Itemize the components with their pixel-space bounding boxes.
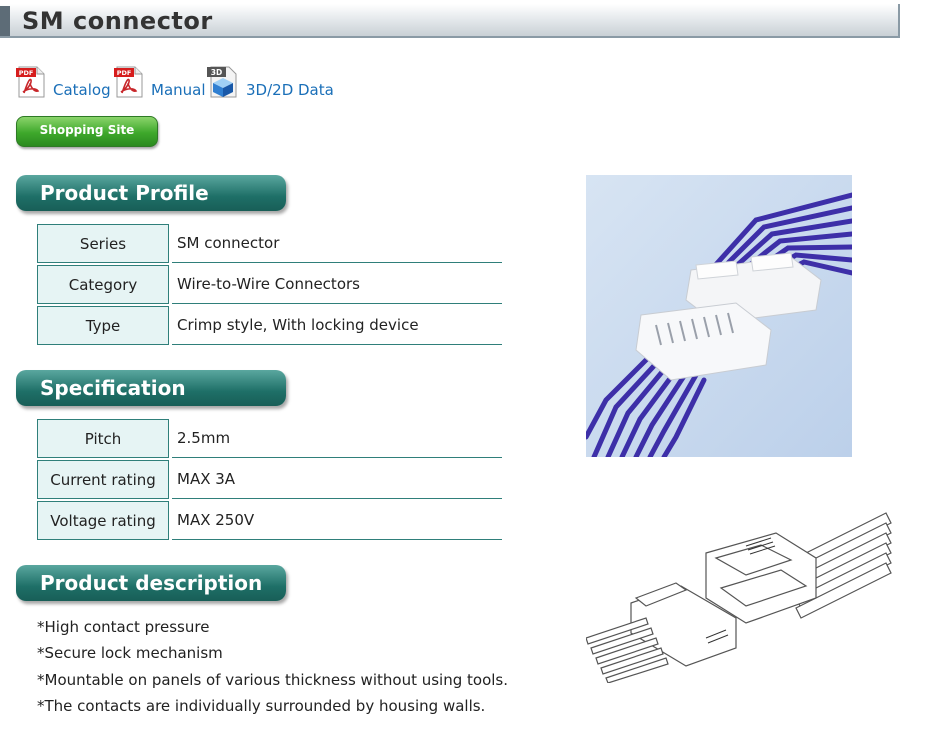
catalog-link-label: Catalog (53, 81, 111, 99)
table-row: Type Crimp style, With locking device (37, 306, 502, 345)
spec-key: Pitch (37, 419, 169, 458)
list-item: *Secure lock mechanism (37, 644, 223, 663)
list-item: *Mountable on panels of various thicknes… (37, 670, 508, 689)
page-title-bar: SM connector (0, 4, 900, 38)
3d-2d-data-link[interactable]: 3D 3D/2D Data (207, 66, 337, 102)
pdf-icon: PDF (16, 66, 45, 98)
3d-data-icon: 3D (207, 66, 237, 98)
manual-link[interactable]: PDF Manual (114, 66, 212, 102)
spec-value: MAX 3A (172, 460, 502, 499)
profile-value: Wire-to-Wire Connectors (172, 265, 502, 304)
manual-link-label: Manual (151, 81, 206, 99)
spec-value: MAX 250V (172, 501, 502, 540)
3d-2d-data-link-label: 3D/2D Data (246, 81, 334, 99)
product-profile-heading: Product Profile (16, 175, 286, 211)
table-row: Current rating MAX 3A (37, 460, 502, 499)
profile-key: Series (37, 224, 169, 263)
product-description-heading: Product description (16, 565, 286, 601)
table-row: Series SM connector (37, 224, 502, 263)
table-row: Voltage rating MAX 250V (37, 501, 502, 540)
page-title: SM connector (22, 7, 213, 35)
spec-key: Voltage rating (37, 501, 169, 540)
svg-text:3D: 3D (211, 68, 222, 77)
svg-text:PDF: PDF (117, 69, 132, 77)
product-profile-table: Series SM connector Category Wire-to-Wir… (37, 222, 502, 347)
shopping-site-button[interactable]: Shopping Site (16, 116, 158, 147)
specification-table: Pitch 2.5mm Current rating MAX 3A Voltag… (37, 417, 502, 542)
specification-heading: Specification (16, 370, 286, 406)
catalog-link[interactable]: PDF Catalog (16, 66, 112, 102)
profile-key: Type (37, 306, 169, 345)
profile-value: SM connector (172, 224, 502, 263)
spec-key: Current rating (37, 460, 169, 499)
svg-text:PDF: PDF (19, 69, 34, 77)
title-accent-bar (0, 6, 10, 36)
product-description-list: *High contact pressure *Secure lock mech… (37, 614, 508, 719)
table-row: Category Wire-to-Wire Connectors (37, 265, 502, 304)
profile-value: Crimp style, With locking device (172, 306, 502, 345)
spec-value: 2.5mm (172, 419, 502, 458)
list-item: *The contacts are individually surrounde… (37, 696, 486, 715)
list-item: *High contact pressure (37, 618, 210, 636)
product-photo (586, 175, 852, 457)
connector-line-drawing (586, 512, 892, 683)
table-row: Pitch 2.5mm (37, 419, 502, 458)
pdf-icon: PDF (114, 66, 143, 98)
profile-key: Category (37, 265, 169, 304)
